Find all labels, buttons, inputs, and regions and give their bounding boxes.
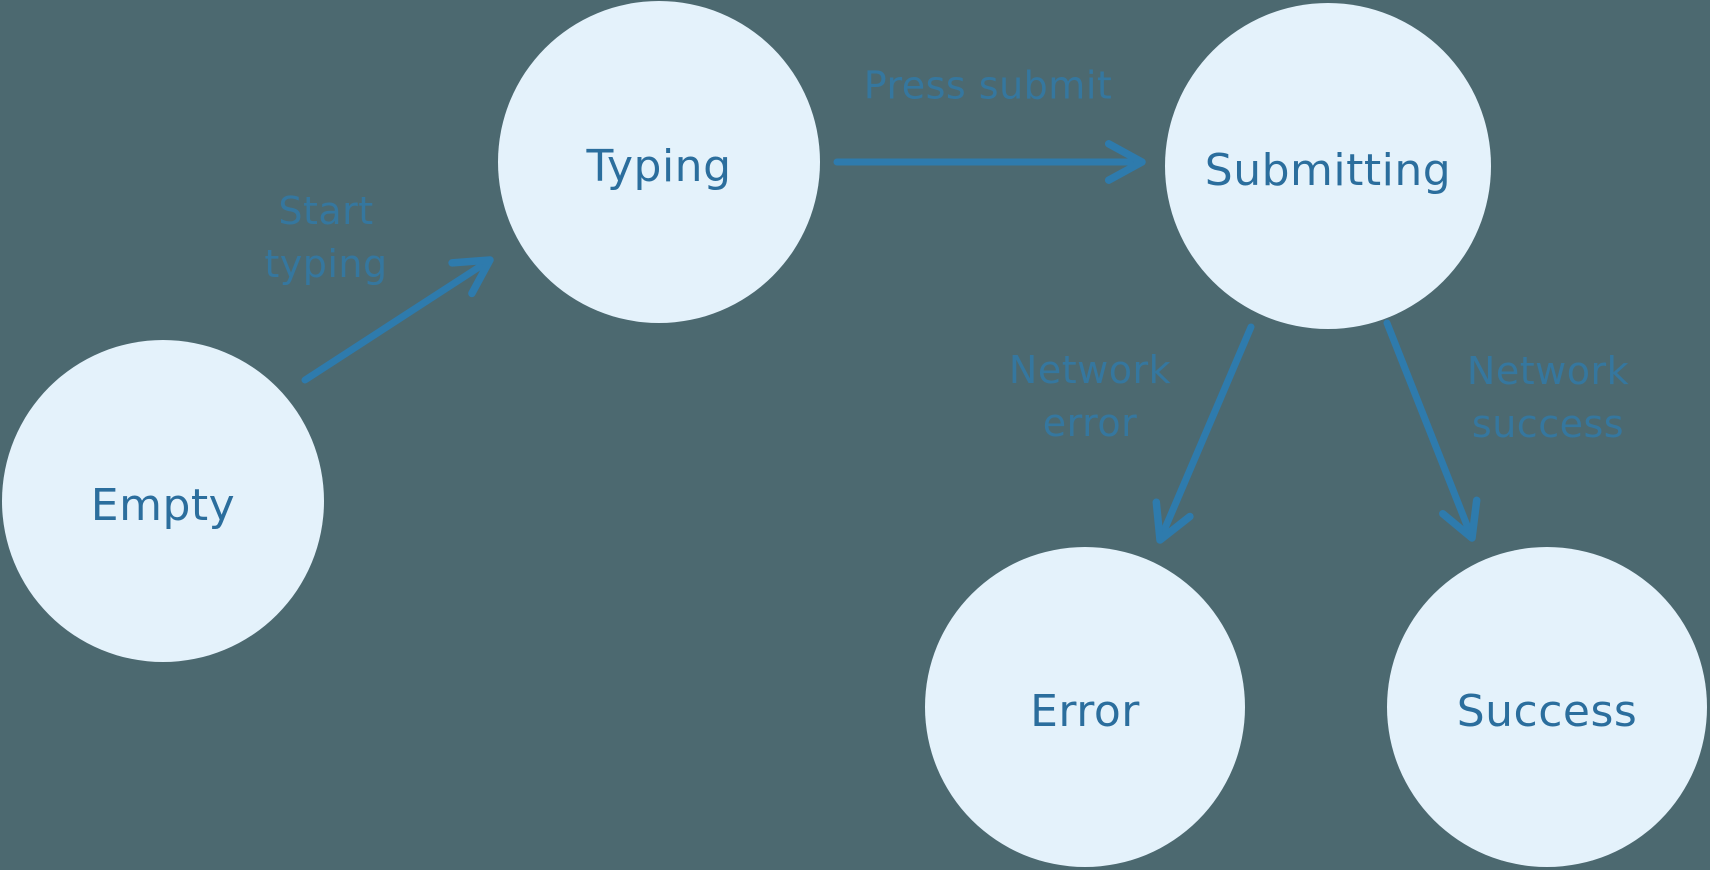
state-node-typing: Typing <box>498 1 820 323</box>
transition-label-submitting-error: Network error <box>1009 344 1171 450</box>
transition-label-empty-typing: Start typing <box>264 185 387 291</box>
arrowhead-chevron-icon <box>1104 140 1146 184</box>
arrowhead-chevron-icon <box>1152 498 1194 544</box>
transition-arrow-typing-submitting <box>833 140 1146 184</box>
state-node-submitting: Submitting <box>1165 3 1491 329</box>
transition-label-line: Start <box>278 189 374 233</box>
arrowhead-chevron-icon <box>448 256 494 298</box>
state-node-label: Error <box>1030 685 1140 737</box>
arrow-shaft <box>1156 323 1255 544</box>
transition-label-submitting-success: Network success <box>1467 345 1629 451</box>
arrow-shaft <box>1383 319 1476 542</box>
transition-label-typing-submitting: Press submit <box>864 60 1113 113</box>
transition-label-line: typing <box>264 242 388 286</box>
arrowhead-chevron-icon <box>1439 496 1481 542</box>
transition-label-line: Network <box>1008 348 1172 392</box>
state-node-label: Submitting <box>1204 144 1452 196</box>
state-node-success: Success <box>1387 547 1707 867</box>
state-node-error: Error <box>925 547 1245 867</box>
transition-label-line: success <box>1471 402 1625 446</box>
state-node-label: Success <box>1456 685 1638 737</box>
transition-label-line: Press submit <box>863 63 1113 108</box>
state-node-label: Typing <box>586 140 732 192</box>
transition-label-line: error <box>1042 401 1138 445</box>
transition-label-line: Network <box>1466 349 1630 393</box>
transition-arrow-submitting-success <box>1383 319 1481 542</box>
state-node-label: Empty <box>90 479 236 531</box>
state-node-empty: Empty <box>2 340 324 662</box>
